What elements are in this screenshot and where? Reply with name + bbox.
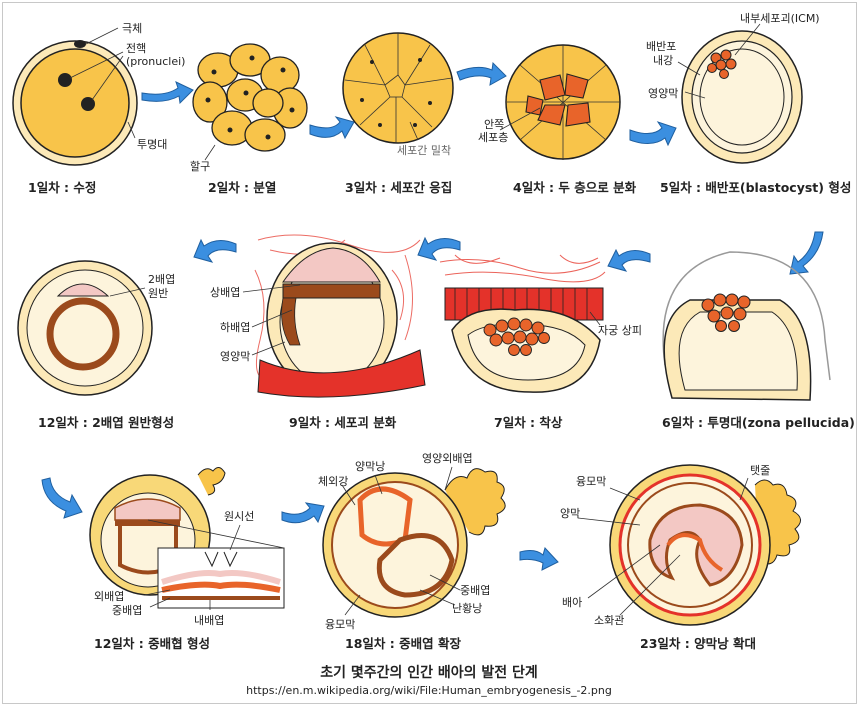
figure-title: 초기 몇주간의 인간 배아의 발전 단계 [320, 664, 538, 681]
arrow-icon [309, 116, 355, 140]
label-blastocoel: 배반포 [646, 40, 676, 53]
label-polar-body: 극체 [122, 22, 142, 35]
label-ectoderm: 외배엽 [94, 590, 124, 603]
stage-9-differentiation: 상배엽 하배엽 영양막 9일차 : 세포괴 분화 [210, 234, 426, 430]
label-yolk-sac: 난황낭 [452, 602, 482, 615]
stage-5-blastocyst: 내부세포괴(ICM) 배반포 내강 영양막 5일차 : 배반포(blastocy… [646, 12, 851, 195]
arrow-icon [607, 248, 651, 272]
stage-12b-title: 12일차 : 중배협 형성 [94, 636, 210, 651]
arrow-icon [193, 238, 237, 263]
stage-1-title: 1일차 : 수정 [28, 180, 96, 195]
label-chorion-23: 융모막 [576, 475, 606, 488]
label-blastocoel-2: 내강 [653, 54, 673, 67]
arrow-icon [41, 477, 83, 519]
arrow-icon [519, 547, 559, 571]
label-embryo: 배아 [562, 596, 582, 609]
label-trophoblast: 영양막 [648, 87, 678, 100]
arrow-icon [456, 61, 507, 86]
arrow-icon [789, 231, 824, 275]
label-primitive-streak: 원시선 [224, 510, 254, 523]
stage-3-title: 3일차 : 세포간 응집 [345, 180, 452, 195]
label-chorion: 융모막 [325, 618, 355, 631]
label-hypoblast: 하배엽 [220, 320, 250, 334]
label-mesoderm: 중배엽 [112, 604, 142, 617]
label-compaction: 세포간 밀착 [397, 144, 451, 157]
source-url: https://en.m.wikipedia.org/wiki/File:Hum… [246, 684, 612, 697]
pronucleus [58, 73, 72, 87]
arrow-icon [281, 502, 325, 524]
label-inner-layer: 안쪽 [484, 118, 504, 131]
label-umbilical-cord: 탯줄 [750, 464, 770, 477]
label-icm: 내부세포괴(ICM) [740, 12, 820, 25]
stage-9-title: 9일차 : 세포괴 분화 [289, 415, 397, 430]
label-pronuclei: 전핵 [126, 42, 146, 55]
stage-6-hatching: 6일차 : 투명대(zona pellucida) 분해 [662, 251, 859, 430]
label-pronuclei-en: (pronuclei) [126, 55, 185, 68]
stage-4-title: 4일차 : 두 층으로 분화 [513, 180, 637, 195]
stage-1-zygote: 극체 전핵 (pronuclei) 투명대 1일차 : 수정 [12, 22, 185, 195]
label-amniotic-sac: 양막낭 [355, 460, 385, 473]
polar-body [74, 40, 86, 48]
stage-4-differentiation: 안쪽 세포층 4일차 : 두 층으로 분화 [478, 44, 637, 195]
stage-6-title: 6일차 : 투명대(zona pellucida) 분해 [662, 415, 859, 430]
stage-3-compaction: 세포간 밀착 3일차 : 세포간 응집 [342, 32, 454, 195]
label-bilaminar-2: 원반 [148, 287, 168, 300]
pronucleus [81, 97, 95, 111]
stage-23-amnion: 융모막 양막 탯줄 배아 소화관 23일차 : 양막낭 확대 [560, 464, 801, 651]
stage-7-title: 7일차 : 착상 [494, 415, 563, 430]
stage-7-implantation: 자궁 상피 7일차 : 착상 [439, 254, 642, 430]
stage-23-title: 23일차 : 양막낭 확대 [640, 636, 756, 651]
arrow-icon [629, 121, 677, 147]
stage-18-mesoderm-expansion: 양막낭 영양외배엽 체외강 중배엽 난황낭 융모막 18일차 : 중배엽 확장 [318, 452, 506, 651]
label-zona: 투명대 [137, 138, 167, 151]
label-endoderm: 내배엽 [194, 614, 224, 627]
label-blastomere: 할구 [190, 160, 210, 173]
stage-12-mesoderm: 원시선 외배엽 중배엽 내배엽 12일차 : 중배협 형성 [89, 467, 285, 651]
arrow-icon [141, 81, 194, 105]
label-uterine-epithelium: 자궁 상피 [598, 324, 642, 337]
label-epiblast: 상배엽 [210, 286, 240, 299]
stage-18-title: 18일차 : 중배엽 확장 [345, 636, 461, 651]
label-trophoblast-9: 영양막 [220, 350, 250, 363]
stage-12-bilaminar: 2배엽 원반 12일차 : 2배엽 원반형성 [17, 260, 175, 430]
arrow-icon [417, 236, 461, 261]
label-amnion: 양막 [560, 507, 580, 520]
label-inner-layer-2: 세포층 [478, 131, 508, 144]
stage-5-title: 5일차 : 배반포(blastocyst) 형성 [660, 180, 851, 195]
stage-2-title: 2일차 : 분열 [208, 180, 276, 195]
stage-2-cleavage: 할구 2일차 : 분열 [190, 43, 308, 195]
label-mesoderm-18: 중배엽 [460, 584, 490, 597]
label-extraembryonic-trophoblast: 영양외배엽 [422, 452, 473, 465]
label-bilaminar: 2배엽 [148, 273, 175, 286]
label-extraembryonic-coelom: 체외강 [318, 475, 348, 488]
stage-12a-title: 12일차 : 2배엽 원반형성 [38, 415, 174, 430]
label-gut-tube: 소화관 [594, 614, 624, 627]
